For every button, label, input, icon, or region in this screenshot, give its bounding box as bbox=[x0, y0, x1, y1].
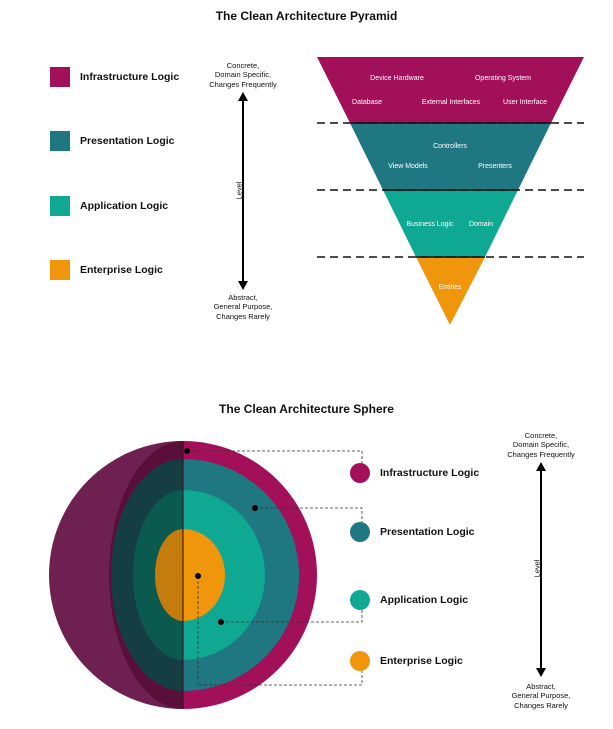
pyramid-title: The Clean Architecture Pyramid bbox=[215, 9, 398, 23]
pyramid-graphic: Device Hardware Operating System Databas… bbox=[317, 57, 584, 325]
enterprise-swatch bbox=[50, 260, 70, 280]
axis-top-label: Concrete, Domain Specific, Changes Frequ… bbox=[209, 61, 277, 89]
pyramid-layer-application bbox=[383, 190, 518, 257]
legend-item-enterprise: Enterprise Logic bbox=[50, 260, 163, 280]
layer-label: View Models bbox=[388, 163, 428, 170]
legend-label: Application Logic bbox=[380, 594, 469, 606]
layer-label: External Interfaces bbox=[422, 99, 481, 106]
sphere-legend-infrastructure: Infrastructure Logic bbox=[350, 463, 479, 483]
sphere-legend-presentation: Presentation Logic bbox=[350, 522, 475, 542]
infrastructure-dot bbox=[350, 463, 370, 483]
sphere-legend-application: Application Logic bbox=[350, 590, 468, 610]
layer-label: Controllers bbox=[433, 143, 467, 150]
legend-label: Presentation Logic bbox=[380, 526, 475, 538]
sphere-title: The Clean Architecture Sphere bbox=[219, 402, 394, 416]
layer-label: Presenters bbox=[478, 163, 512, 170]
legend-label: Application Logic bbox=[80, 200, 169, 212]
layer-label: User Interface bbox=[503, 99, 547, 106]
sphere-level-axis-arrow bbox=[536, 462, 546, 677]
sphere-legend-enterprise: Enterprise Logic bbox=[350, 651, 463, 671]
legend-item-application: Application Logic bbox=[50, 196, 168, 216]
sphere-graphic bbox=[49, 441, 363, 709]
pyramid-layer-presentation bbox=[350, 123, 551, 190]
pointer-dot-infrastructure bbox=[184, 448, 190, 454]
presentation-swatch bbox=[50, 131, 70, 151]
legend-item-infrastructure: Infrastructure Logic bbox=[50, 67, 179, 87]
axis-bottom-label: Abstract, General Purpose, Changes Rarel… bbox=[213, 293, 273, 321]
legend-label: Infrastructure Logic bbox=[80, 71, 180, 83]
pointer-dot-application bbox=[218, 619, 224, 625]
legend-label: Enterprise Logic bbox=[80, 264, 163, 276]
application-dot bbox=[350, 590, 370, 610]
infrastructure-swatch bbox=[50, 67, 70, 87]
axis-level-label: Level bbox=[234, 181, 244, 200]
enterprise-dot bbox=[350, 651, 370, 671]
layer-label: Device Hardware bbox=[370, 75, 424, 82]
pyramid-layer-enterprise bbox=[416, 257, 485, 325]
legend-label: Infrastructure Logic bbox=[380, 467, 480, 479]
layer-label: Operating System bbox=[475, 75, 531, 82]
level-axis-arrow bbox=[238, 92, 248, 290]
pyramid-layer-infrastructure bbox=[317, 57, 584, 123]
pointer-dot-enterprise bbox=[195, 573, 201, 579]
layer-label: Domain bbox=[469, 221, 493, 228]
application-swatch bbox=[50, 196, 70, 216]
pointer-dot-presentation bbox=[252, 505, 258, 511]
sphere-axis-level-label: Level bbox=[532, 559, 542, 578]
legend-label: Enterprise Logic bbox=[380, 655, 463, 667]
layer-label: Database bbox=[352, 99, 382, 106]
presentation-dot bbox=[350, 522, 370, 542]
sphere-axis-bottom-label: Abstract, General Purpose, Changes Rarel… bbox=[511, 682, 571, 710]
legend-label: Presentation Logic bbox=[80, 135, 175, 147]
layer-label: Business Logic bbox=[406, 221, 454, 228]
legend-item-presentation: Presentation Logic bbox=[50, 131, 175, 151]
sphere-axis-top-label: Concrete, Domain Specific, Changes Frequ… bbox=[507, 431, 575, 459]
layer-label: Entities bbox=[439, 284, 462, 291]
